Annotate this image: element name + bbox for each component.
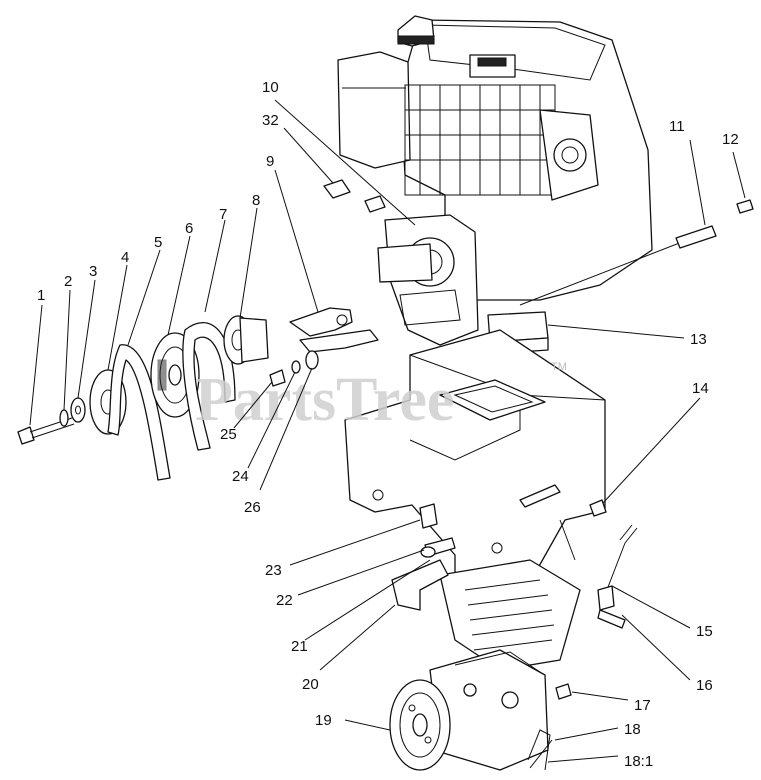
callout-32: 32: [262, 112, 279, 129]
callout-16: 16: [696, 677, 713, 694]
callout-labels: 1 2 3 4 5 6 7 8 9 10 11 12 13 14 15 16 1…: [37, 79, 739, 770]
callout-3: 3: [89, 263, 97, 280]
frame-housing: [344, 329, 607, 601]
callout-14: 14: [692, 380, 709, 397]
callout-11: 11: [669, 118, 685, 135]
gearbox-assembly: [389, 503, 638, 771]
callout-22: 22: [276, 592, 293, 609]
watermark-trademark: TM: [551, 361, 567, 373]
engine-assembly: [337, 15, 754, 355]
callout-26: 26: [244, 499, 261, 516]
callout-7: 7: [219, 206, 227, 223]
leader-lines: [29, 99, 746, 763]
callout-6: 6: [185, 220, 193, 237]
callout-19: 19: [315, 712, 332, 729]
callout-9: 9: [266, 153, 274, 170]
pulley-stack: [17, 179, 386, 481]
callout-25: 25: [220, 426, 237, 443]
watermark-text: PartsTree: [195, 366, 454, 434]
callout-13: 13: [690, 331, 707, 348]
callout-2: 2: [64, 273, 72, 290]
callout-4: 4: [121, 249, 129, 266]
callout-18-1: 18:1: [624, 753, 653, 770]
callout-23: 23: [265, 562, 282, 579]
callout-24: 24: [232, 468, 249, 485]
callout-21: 21: [291, 638, 308, 655]
callout-8: 8: [252, 192, 260, 209]
callout-5: 5: [154, 234, 162, 251]
callout-10: 10: [262, 79, 279, 96]
callout-17: 17: [634, 697, 651, 714]
callout-12: 12: [722, 131, 739, 148]
callout-15: 15: [696, 623, 713, 640]
callout-1: 1: [37, 287, 45, 304]
callout-18: 18: [624, 721, 641, 738]
callout-20: 20: [302, 676, 319, 693]
